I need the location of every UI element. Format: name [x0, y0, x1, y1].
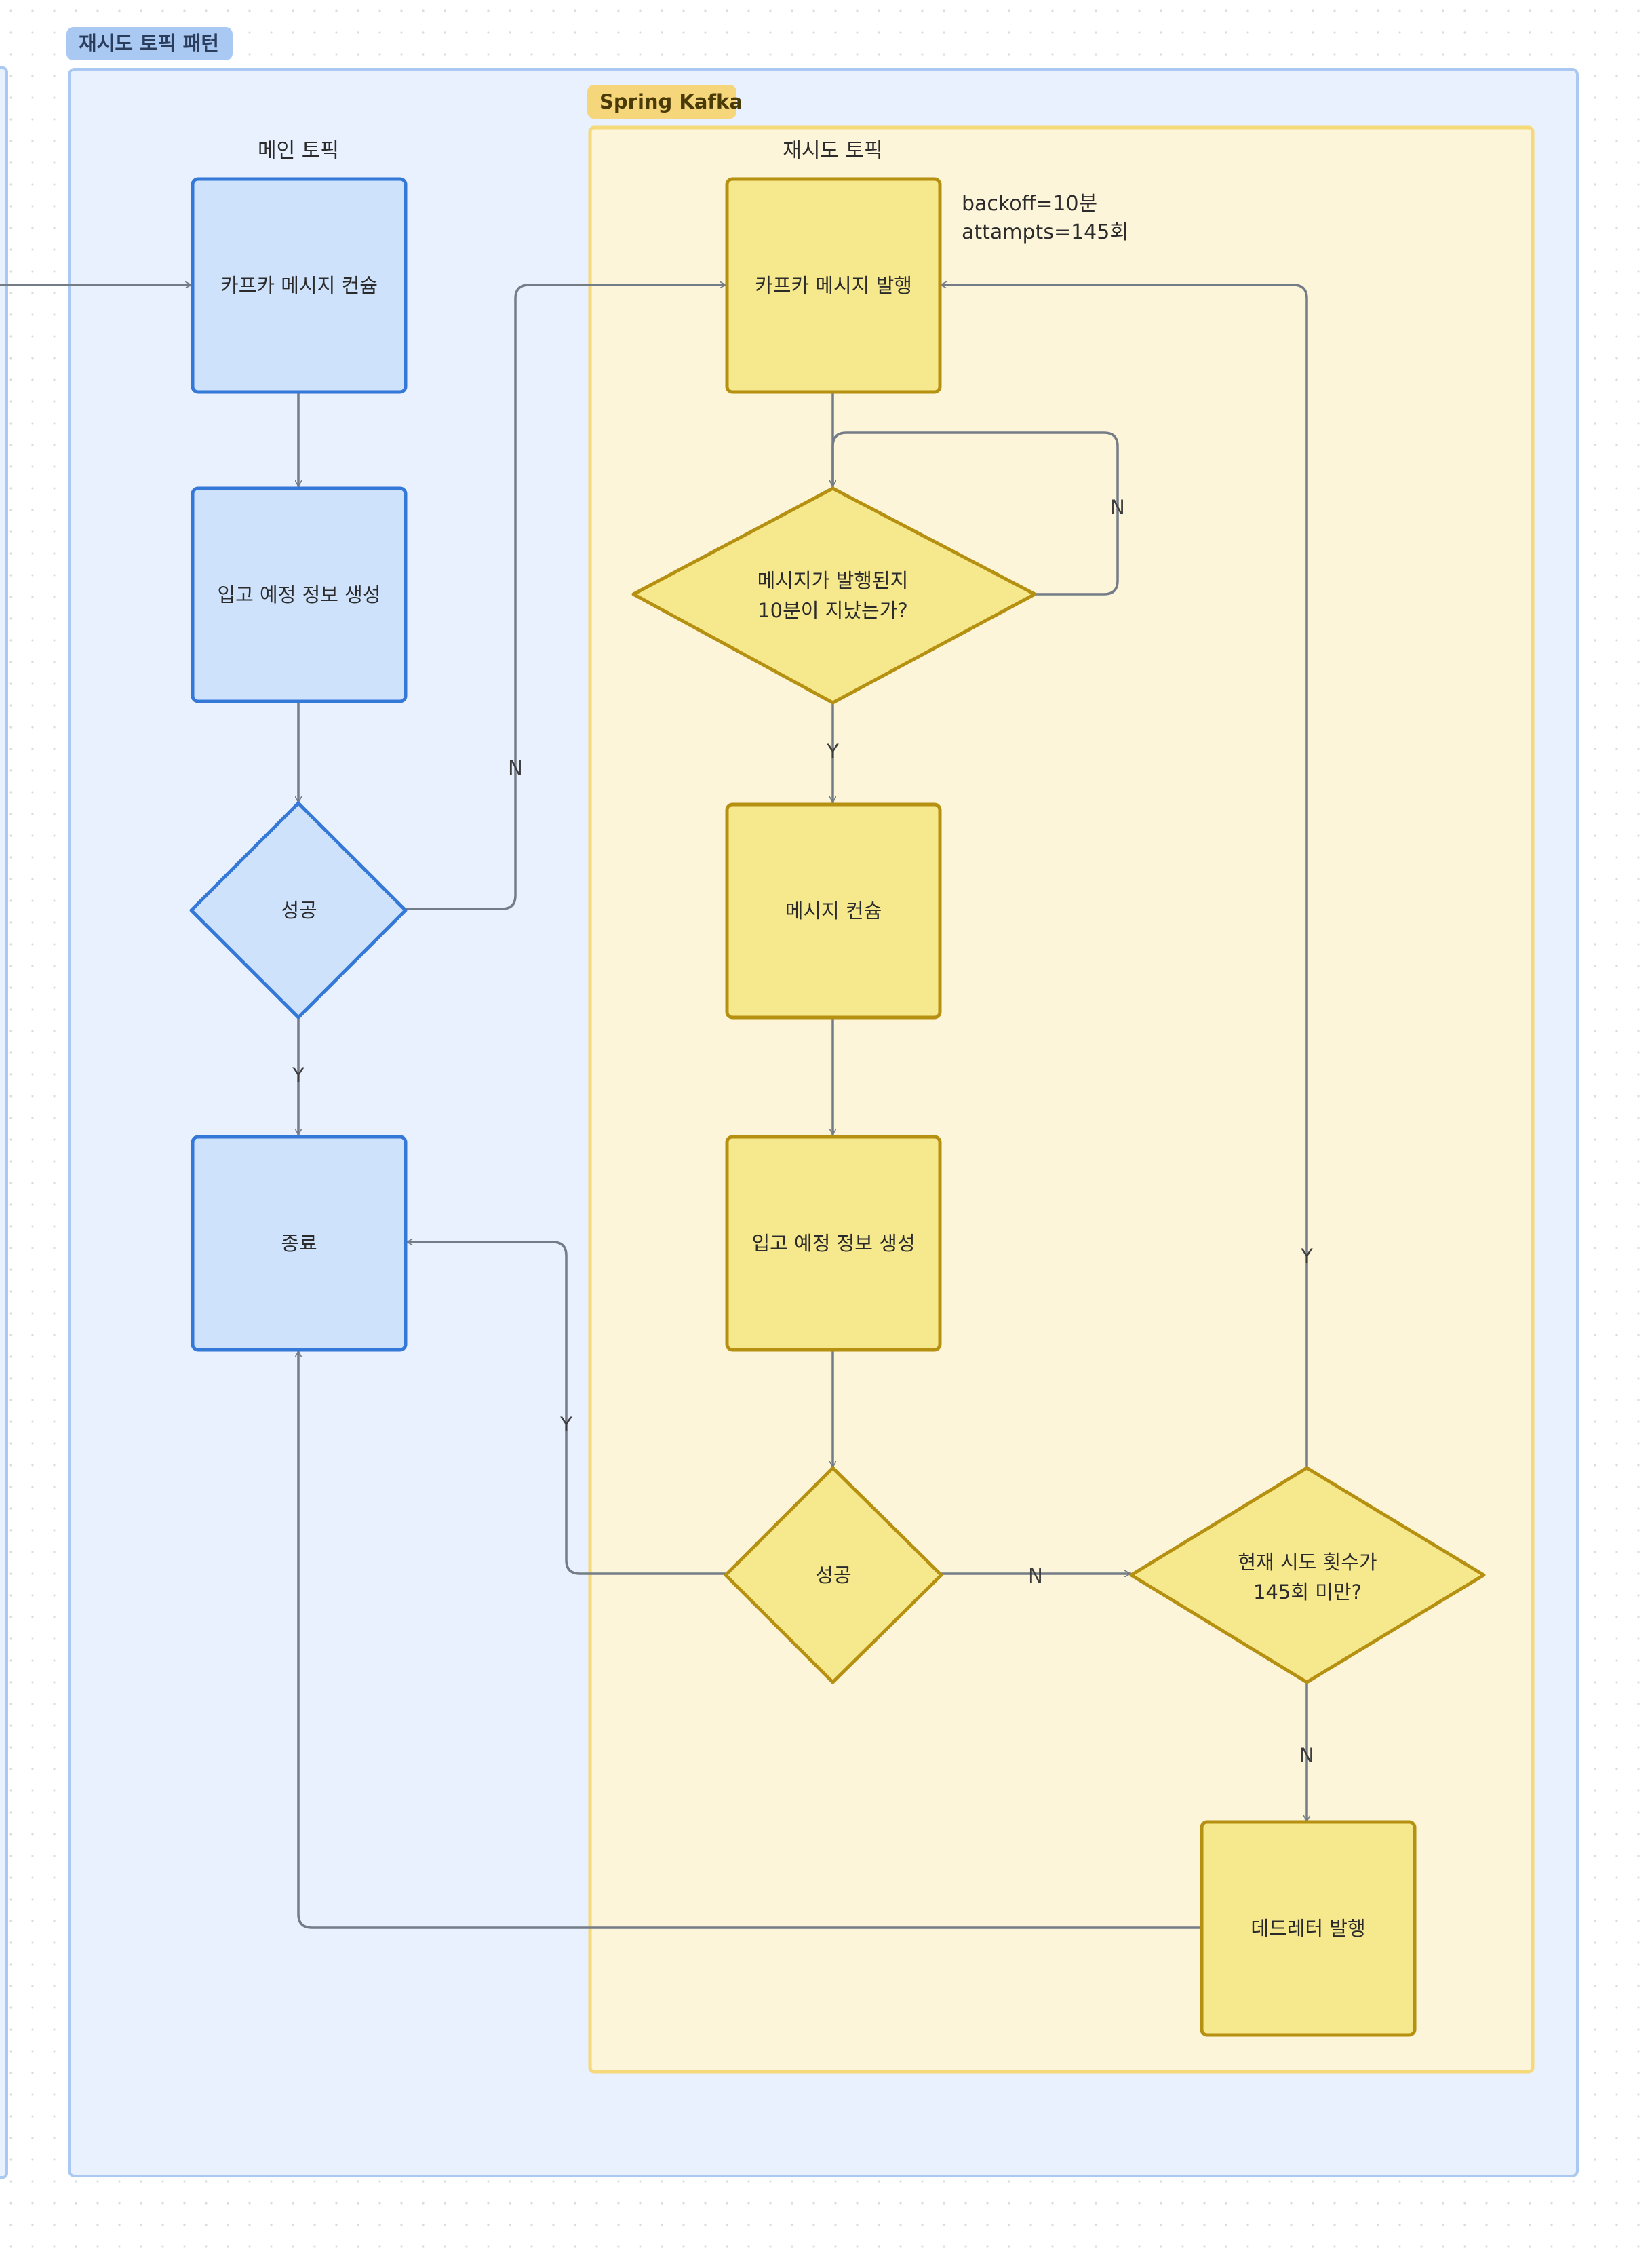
edge-label-retry-success: Y: [559, 1413, 572, 1436]
node-publish-retry-label: 카프카 메시지 발행: [755, 274, 912, 297]
node-attempt-check-label-line1: 현재 시도 횟수가: [1238, 1551, 1377, 1574]
annotation-attempts: attampts=145회: [962, 220, 1128, 244]
node-consume-retry-label: 메시지 컨슘: [785, 899, 882, 923]
node-success-main-label: 성공: [281, 899, 317, 922]
edge-attempt-yes: [939, 285, 1308, 1468]
node-publish-retry[interactable]: 카프카 메시지 발행: [725, 177, 942, 394]
edge-label-wait-no: N: [1110, 496, 1125, 519]
node-end-label: 종료: [281, 1232, 317, 1255]
node-wait-check-label-line1: 메시지가 발행된지: [758, 569, 909, 592]
node-create-info-retry[interactable]: 입고 예정 정보 생성: [725, 1135, 942, 1352]
node-deadletter[interactable]: 데드레터 발행: [1200, 1820, 1417, 2037]
node-create-info-retry-box: [725, 1135, 942, 1352]
node-attempt-check-label-line2: 145회 미만?: [1253, 1580, 1362, 1604]
edge-label-attempt-no: N: [1299, 1744, 1314, 1767]
node-attempt-check-shape: [1129, 1466, 1486, 1684]
node-create-info-main-label: 입고 예정 정보 생성: [217, 583, 380, 606]
outer-frame-label-bg: [66, 27, 233, 60]
node-deadletter-box: [1200, 1820, 1417, 2037]
node-end-box: [191, 1135, 408, 1352]
node-create-info-retry-label: 입고 예정 정보 생성: [751, 1232, 915, 1255]
node-consume-retry[interactable]: 메시지 컨슘: [725, 802, 942, 1020]
node-wait-check-shape: [631, 486, 1037, 705]
node-success-retry-shape: [724, 1466, 943, 1684]
inner-frame-box: [588, 125, 1535, 2074]
node-create-info-main-box: [191, 486, 408, 703]
node-create-info-main[interactable]: 입고 예정 정보 생성: [191, 486, 408, 703]
node-wait-check-label-line2: 10분이 지났는가?: [758, 599, 908, 622]
outer-frame-label: 재시도 토픽 패턴: [79, 32, 219, 55]
node-consume-main-box: [191, 177, 408, 394]
left-partial-frame: [0, 66, 8, 2179]
node-consume-main[interactable]: 카프카 메시지 컨슘: [191, 177, 408, 394]
edge-main-fail: [406, 285, 727, 910]
node-publish-retry-box: [725, 177, 942, 394]
edge-deadletter-to-end: [298, 1350, 1202, 1929]
node-success-main[interactable]: 성공: [189, 801, 408, 1020]
node-success-main-shape: [189, 801, 408, 1020]
lane-header-retry: 재시도 토픽: [783, 139, 883, 163]
annotation-backoff: backoff=10분: [962, 192, 1097, 216]
node-attempt-check[interactable]: 현재 시도 횟수가 145회 미만?: [1129, 1466, 1486, 1684]
node-consume-retry-box: [725, 802, 942, 1020]
node-deadletter-label: 데드레터 발행: [1251, 1917, 1365, 1940]
node-success-retry-label: 성공: [815, 1564, 851, 1587]
edge-label-main-fail: N: [508, 756, 523, 779]
edge-label-retry-fail: N: [1028, 1564, 1043, 1587]
edge-wait-loop: [833, 431, 1119, 596]
inner-frame-label: Spring Kafka: [599, 90, 743, 113]
lane-header-main: 메인 토픽: [258, 139, 339, 163]
node-end[interactable]: 종료: [191, 1135, 408, 1352]
edge-retry-success: [406, 1242, 727, 1575]
edges: [0, 285, 1308, 1929]
edge-label-wait-yes: Y: [826, 740, 839, 763]
edge-label-attempt-yes: Y: [1300, 1245, 1313, 1268]
node-success-retry[interactable]: 성공: [724, 1466, 943, 1684]
node-consume-main-label: 카프카 메시지 컨슘: [220, 274, 378, 297]
node-wait-check[interactable]: 메시지가 발행된지 10분이 지났는가?: [631, 486, 1037, 705]
edge-label-main-success: Y: [292, 1064, 304, 1087]
inner-frame-label-bg: [587, 85, 736, 119]
